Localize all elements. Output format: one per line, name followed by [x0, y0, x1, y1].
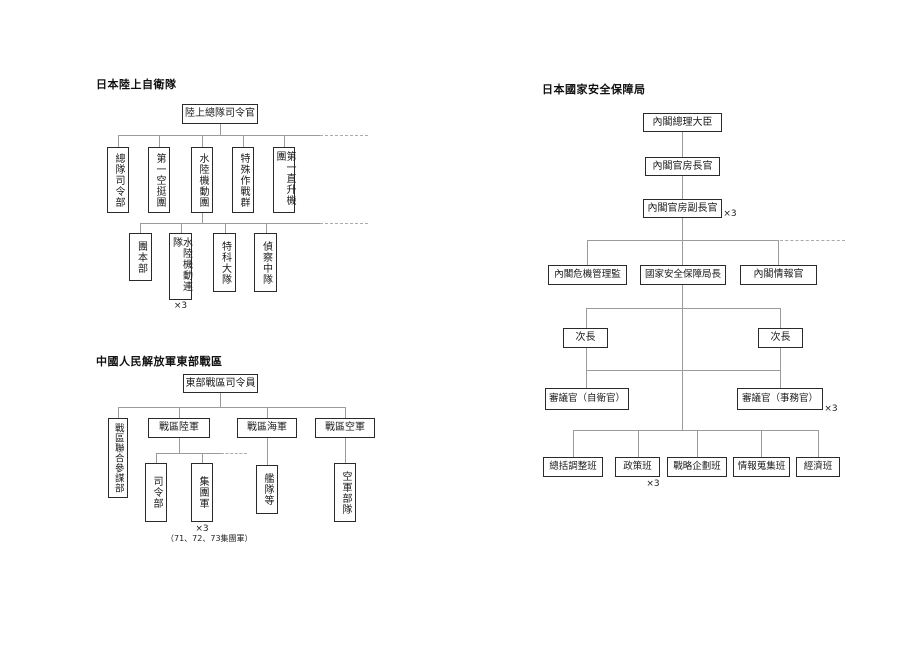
chart-title-nss: 日本國家安全保障局: [542, 83, 646, 96]
node-nss-deputy-chief-cabinet-secretary: 內閣官房副長官: [643, 199, 722, 218]
node-nss-intelligence-officer: 內閣情報官: [740, 265, 817, 285]
connector-line: [118, 135, 320, 136]
multiplier-note: ×3: [723, 209, 737, 219]
chart-title-gsdf: 日本陸上自衛隊: [96, 78, 177, 91]
multiplier-note: ×3: [646, 479, 660, 489]
connector-line: [284, 135, 285, 147]
connector-line: [118, 407, 119, 418]
connector-line: [587, 240, 588, 265]
connector-line: [345, 438, 346, 463]
node-gsdf-sof: 特殊作戰群: [232, 147, 254, 213]
connector-line: [202, 135, 203, 147]
connector-line: [118, 135, 119, 147]
connector-line: [267, 407, 268, 418]
connector-line: [345, 407, 346, 418]
node-gsdf-amphibious-regiment: 水陸機動連隊: [169, 233, 192, 300]
node-nss-coordination-team: 總括調整班: [543, 457, 603, 477]
connector-line: [267, 438, 268, 465]
connector-line: [118, 407, 345, 408]
connector-line: [156, 453, 157, 463]
node-gsdf-root: 陸上總隊司令官: [182, 104, 258, 124]
group-army-list-note: （71、72、73集團軍）: [166, 534, 253, 543]
multiplier-note: ×3: [173, 301, 188, 311]
connector-line: [140, 223, 141, 233]
connector-dashed-line: [320, 223, 368, 224]
connector-line: [682, 132, 683, 157]
node-pla-group-army: 集團軍: [191, 463, 213, 522]
connector-line: [220, 393, 221, 407]
connector-line: [778, 240, 779, 265]
node-gsdf-amphibious: 水陸機動團: [191, 147, 213, 213]
connector-dashed-line: [320, 135, 368, 136]
connector-line: [573, 430, 818, 431]
connector-line: [179, 438, 180, 453]
multiplier-note: ×3: [195, 524, 209, 534]
connector-line: [156, 453, 221, 454]
connector-line: [780, 308, 781, 328]
connector-line: [202, 213, 203, 223]
connector-dashed-line: [221, 453, 247, 454]
connector-line: [586, 308, 587, 328]
connector-line: [586, 308, 780, 309]
connector-line: [761, 430, 762, 457]
connector-line: [586, 370, 780, 371]
node-pla-fleets: 艦隊等: [256, 465, 278, 514]
node-gsdf-airborne: 第一空挺團: [148, 147, 170, 213]
node-nss-chief-cabinet-secretary: 內閣官房長官: [645, 157, 720, 176]
connector-dashed-line: [780, 240, 845, 241]
chart-title-pla: 中國人民解放軍東部戰區: [96, 355, 223, 368]
node-nss-crisis-management: 內閣危機管理監: [548, 265, 627, 285]
node-nss-economy-team: 經濟班: [796, 457, 840, 477]
connector-line: [159, 135, 160, 147]
node-nss-councillor-sdf: 審議官（自衛官）: [545, 388, 629, 410]
multiplier-note: ×3: [824, 404, 838, 414]
connector-line: [220, 124, 221, 135]
node-nss-deputy-left: 次長: [563, 328, 608, 348]
node-nss-councillor-civil: 審議官（事務官）: [737, 388, 823, 410]
node-pla-root: 東部戰區司令員: [183, 374, 258, 393]
connector-line: [181, 223, 182, 233]
node-nss-strategy-team: 戰略企劃班: [667, 457, 727, 477]
connector-line: [682, 285, 683, 430]
connector-line: [573, 430, 574, 457]
node-nss-policy-team: 政策班: [615, 457, 660, 477]
node-pla-joint-staff: 戰區聯合參謀部: [108, 418, 128, 498]
connector-line: [179, 407, 180, 418]
node-gsdf-artillery-battalion: 特科大隊: [213, 233, 236, 292]
node-nss-deputy-right: 次長: [758, 328, 803, 348]
node-pla-army-hq: 司令部: [145, 463, 167, 522]
node-nss-intel-team: 情報蒐集班: [733, 457, 790, 477]
connector-line: [243, 135, 244, 147]
node-gsdf-regiment-hq: 團本部: [129, 233, 152, 281]
connector-line: [697, 430, 698, 457]
connector-line: [682, 240, 683, 265]
connector-line: [202, 453, 203, 463]
node-nss-secretary-general: 國家安全保障局長: [640, 265, 726, 285]
connector-line: [780, 348, 781, 388]
node-pla-army: 戰區陸軍: [148, 418, 210, 438]
connector-line: [638, 430, 639, 457]
connector-line: [682, 218, 683, 240]
node-nss-prime-minister: 內閣總理大臣: [643, 113, 722, 132]
node-pla-air-units: 空軍部隊: [334, 463, 356, 522]
connector-line: [682, 176, 683, 199]
node-gsdf-recon-company: 偵察中隊: [254, 233, 277, 292]
connector-line: [266, 223, 267, 233]
node-gsdf-hq: 總隊司令部: [107, 147, 129, 213]
connector-line: [586, 348, 587, 388]
node-gsdf-helicopter: 第一直升機團: [273, 147, 295, 213]
connector-line: [140, 223, 320, 224]
connector-line: [225, 223, 226, 233]
node-pla-airforce: 戰區空軍: [315, 418, 375, 438]
connector-line: [818, 430, 819, 457]
node-pla-navy: 戰區海軍: [237, 418, 297, 438]
